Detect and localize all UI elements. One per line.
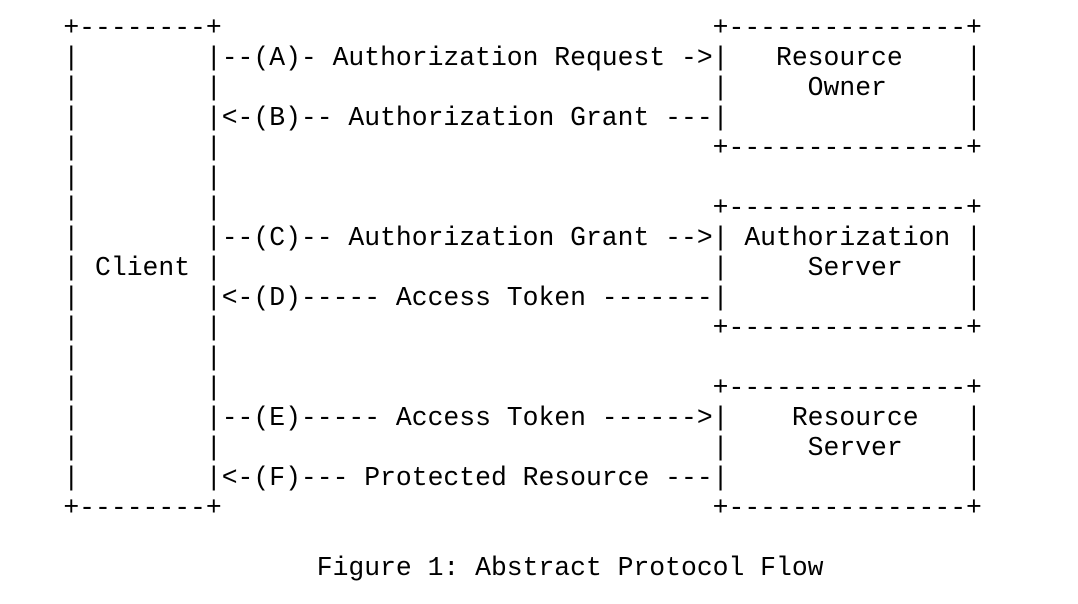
ascii-line-step-e: | |--(E)----- Access Token ------>| Reso…	[0, 403, 982, 433]
ascii-line-step-d: | |<-(D)----- Access Token -------| |	[0, 283, 982, 313]
ascii-line-resource-server: | | | Server |	[0, 433, 982, 463]
ascii-line-step-a: | |--(A)- Authorization Request ->| Reso…	[0, 43, 982, 73]
ascii-line-step-f: | |<-(F)--- Protected Resource ---| |	[0, 463, 982, 493]
ascii-line-resource-owner: | | | Owner |	[0, 73, 982, 103]
ascii-line-box-bottom: +--------+ +---------------+	[0, 493, 982, 523]
ascii-line-box-top: | | +---------------+	[0, 193, 982, 223]
ascii-line-client-auth-server: | Client | | Server |	[0, 253, 982, 283]
ascii-line-box-top: | | +---------------+	[0, 373, 982, 403]
ascii-line-step-b: | |<-(B)-- Authorization Grant ---| |	[0, 103, 982, 133]
ascii-line-box-top: +--------+ +---------------+	[0, 13, 982, 43]
ascii-line-step-c: | |--(C)-- Authorization Grant -->| Auth…	[0, 223, 982, 253]
ascii-diagram: +--------+ +---------------+ | |--(A)- A…	[0, 13, 1078, 523]
ascii-line-spacer: | |	[0, 343, 222, 373]
figure-caption: Figure 1: Abstract Protocol Flow	[316, 553, 824, 583]
ascii-line-box-bottom: | | +---------------+	[0, 313, 982, 343]
ascii-line-box-bottom: | | +---------------+	[0, 133, 982, 163]
ascii-line-spacer: | |	[0, 163, 222, 193]
